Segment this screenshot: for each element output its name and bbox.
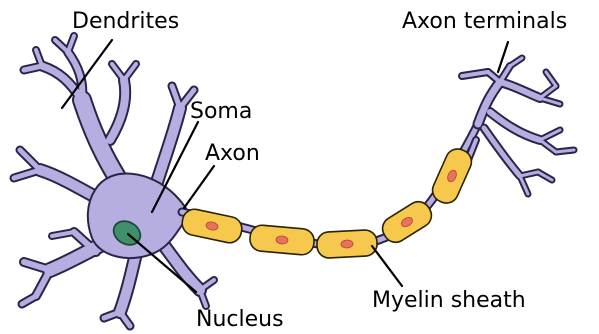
soma-body (88, 174, 190, 259)
axon-terminals-label: Axon terminals (402, 9, 567, 34)
myelin-segment (429, 145, 476, 207)
nucleus-label: Nucleus (196, 307, 284, 332)
dendrites-label: Dendrites (72, 9, 179, 34)
axon-label: Axon (205, 141, 260, 166)
myelin-segment (378, 197, 436, 247)
myelin-segment (249, 224, 315, 255)
myelin-segment (180, 207, 244, 245)
axon-terminal-tree (462, 58, 574, 194)
myelin-sheath-label: Myelin sheath (372, 288, 526, 313)
soma-label: Soma (190, 99, 252, 124)
axon-leader (184, 166, 214, 208)
myelin-segment (316, 229, 377, 258)
myelin-leader (372, 246, 402, 286)
